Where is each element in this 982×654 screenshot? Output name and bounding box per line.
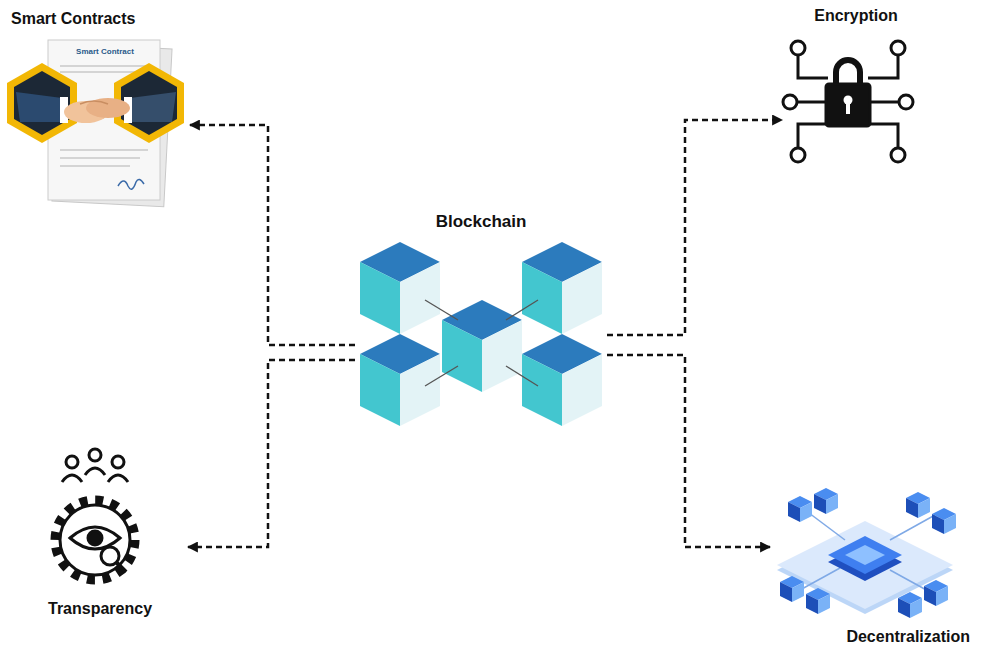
decentralized-network-icon — [777, 488, 956, 618]
blockchain-cubes — [360, 242, 602, 426]
node-label: Decentralization — [776, 627, 970, 646]
labelled-icon-node: Transparency — [42, 448, 188, 622]
dashed-arrow — [188, 360, 355, 547]
labelled-icon-node: Blockchain — [355, 208, 607, 436]
dashed-arrow — [190, 125, 355, 345]
node-label: Encryption — [788, 6, 924, 25]
labelled-icon-node: Decentralization — [770, 486, 976, 650]
labelled-icon-node: Encryption — [782, 2, 930, 174]
transparency-gear-icon — [55, 449, 135, 580]
labelled-icon-node: Smart Contracts — [5, 5, 190, 208]
node-label: Blockchain — [361, 212, 601, 232]
dashed-arrow — [607, 120, 782, 335]
padlock-circuit-icon — [783, 41, 913, 162]
document-title: Smart Contract — [62, 47, 148, 56]
dashed-arrow — [607, 355, 770, 547]
handshake-contract-icon — [7, 40, 184, 207]
node-label: Transparency — [48, 599, 182, 618]
node-label: Smart Contracts — [11, 9, 184, 28]
